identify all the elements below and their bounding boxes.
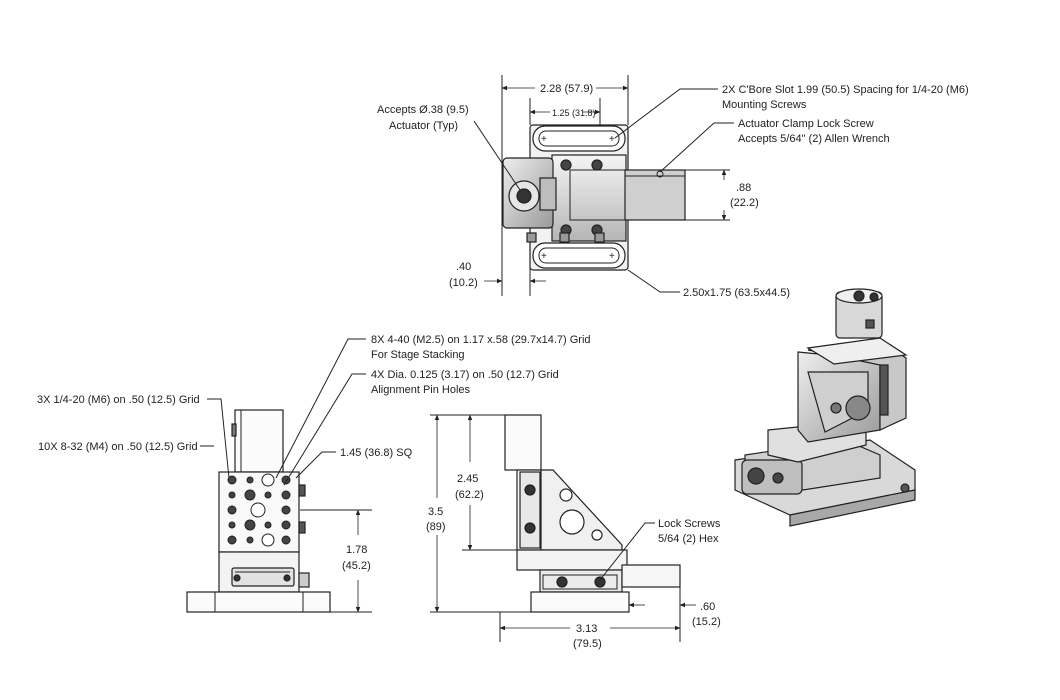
isometric-view xyxy=(734,288,916,527)
pin-callout-line2: Alignment Pin Holes xyxy=(371,384,471,396)
svg-text:+: + xyxy=(541,134,547,145)
mounting-hole xyxy=(261,533,275,547)
mounting-hole xyxy=(250,502,266,518)
top-height-dim-in: .88 xyxy=(736,182,751,194)
lock-callout-line2: 5/64 (2) Hex xyxy=(658,533,719,545)
clamp-callout-line2: Accepts 5/64" (2) Allen Wrench xyxy=(738,133,890,145)
side-total-height-mm: (89) xyxy=(426,521,446,533)
front-hole-pattern xyxy=(227,473,291,547)
mounting-hole xyxy=(281,490,291,500)
front-view: 1.78 (45.2) 8X 4-40 (M2.5) on 1.17 x.58 … xyxy=(37,334,591,613)
mounting-hole xyxy=(264,521,272,529)
side-travel-in: .60 xyxy=(700,601,715,613)
actuator-callout-line2: Actuator (Typ) xyxy=(389,120,458,132)
mounting-hole xyxy=(244,489,256,501)
pin-callout-line1: 4X Dia. 0.125 (3.17) on .50 (12.7) Grid xyxy=(371,369,559,381)
top-view: 2.28 (57.9) 1.25 (31.8) + + + + xyxy=(377,75,969,299)
quarter-holes-callout: 3X 1/4-20 (M6) on .50 (12.5) Grid xyxy=(37,394,200,406)
front-base xyxy=(186,591,331,613)
mounting-hole xyxy=(281,520,291,530)
top-offset-dim-in: .40 xyxy=(456,261,471,273)
svg-text:+: + xyxy=(609,134,615,145)
actuator-rail xyxy=(624,169,686,221)
cbore-slot-top xyxy=(532,125,626,152)
square-dim-callout: 1.45 (36.8) SQ xyxy=(340,447,413,459)
top-height-dim-mm: (22.2) xyxy=(730,197,759,209)
mounting-hole xyxy=(281,535,291,545)
angle-gusset xyxy=(540,469,623,551)
side-travel-mm: (15.2) xyxy=(692,616,721,628)
lock-callout-line1: Lock Screws xyxy=(658,518,721,530)
actuator-callout-line1: Accepts Ø.38 (9.5) xyxy=(377,104,469,116)
mounting-hole xyxy=(281,505,291,515)
mounting-hole xyxy=(227,475,237,485)
front-height-mm: (45.2) xyxy=(342,560,371,572)
clamp-callout-line1: Actuator Clamp Lock Screw xyxy=(738,118,874,130)
mounting-hole xyxy=(244,519,256,531)
top-offset-dim-mm: (10.2) xyxy=(449,277,478,289)
svg-text:+: + xyxy=(609,251,615,262)
side-upper-height-in: 2.45 xyxy=(457,473,478,485)
side-base xyxy=(530,591,630,613)
mounting-hole xyxy=(227,505,237,515)
mounting-hole xyxy=(264,491,272,499)
stacking-callout-line1: 8X 4-40 (M2.5) on 1.17 x.58 (29.7x14.7) … xyxy=(371,334,591,346)
cbore-callout-line1: 2X C'Bore Slot 1.99 (50.5) Spacing for 1… xyxy=(722,84,969,96)
mounting-hole xyxy=(246,476,254,484)
mounting-hole xyxy=(246,536,254,544)
mounting-hole xyxy=(228,521,236,529)
side-total-height-in: 3.5 xyxy=(428,506,443,518)
mounting-hole xyxy=(228,491,236,499)
832-holes-callout: 10X 8-32 (M4) on .50 (12.5) Grid xyxy=(38,441,198,453)
top-slot-dim: 1.25 (31.8) xyxy=(552,108,596,118)
front-height-in: 1.78 xyxy=(346,544,367,556)
side-upper-height-mm: (62.2) xyxy=(455,489,484,501)
side-view: 3.5 (89) 2.45 (62.2) Lock Screws 5/64 (2… xyxy=(426,414,721,650)
cbore-callout-line2: Mounting Screws xyxy=(722,99,807,111)
cbore-slot-bottom xyxy=(532,242,626,269)
stacking-callout-line2: For Stage Stacking xyxy=(371,349,465,361)
top-width-dim: 2.28 (57.9) xyxy=(540,83,593,95)
side-depth-in: 3.13 xyxy=(576,623,597,635)
side-depth-mm: (79.5) xyxy=(573,638,602,650)
base-dim-callout: 2.50x1.75 (63.5x44.5) xyxy=(683,287,790,299)
mounting-hole xyxy=(227,535,237,545)
svg-text:+: + xyxy=(541,251,547,262)
mounting-hole xyxy=(261,473,275,487)
